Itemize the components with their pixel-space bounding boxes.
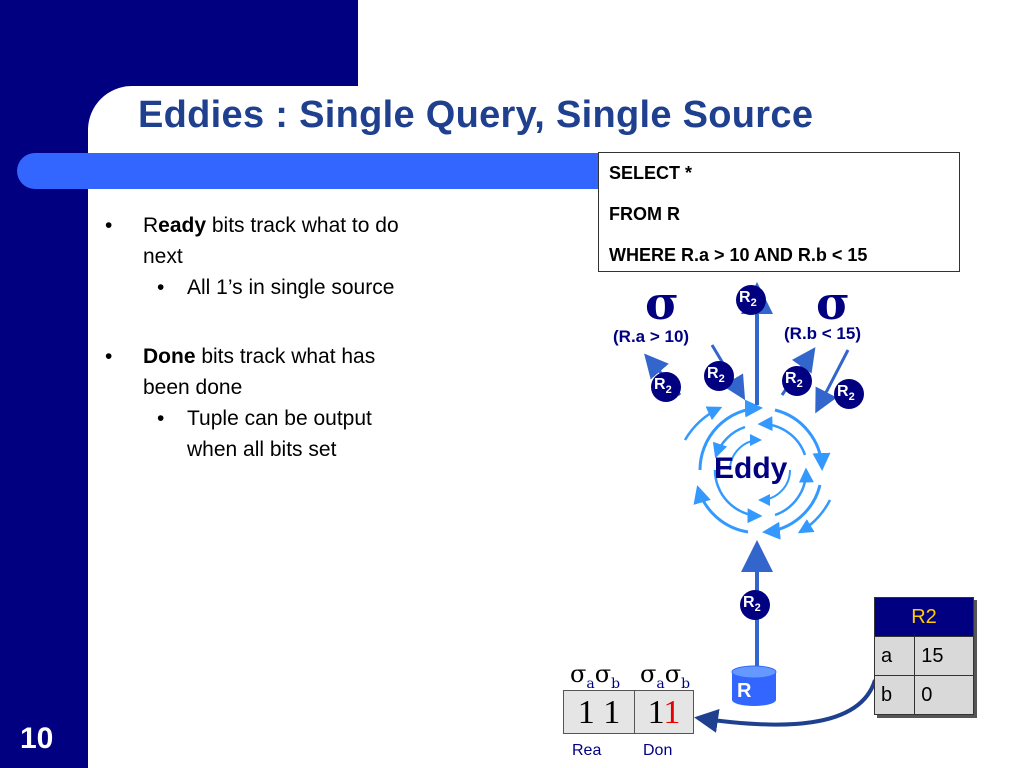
- r2-table: R2 a 15 b 0: [873, 597, 974, 715]
- eddy-swirl: [683, 399, 832, 540]
- ready-bits-header: σaσb: [570, 660, 621, 692]
- tuple-label-left-in: R2: [707, 365, 725, 386]
- table-cell: a: [873, 636, 916, 676]
- predicate-a: (R.a > 10): [613, 327, 690, 346]
- ready-text: bits track what to do next: [143, 214, 399, 268]
- ready-bold: eady: [158, 214, 207, 237]
- bullet-ready: Ready bits track what to do next: [105, 210, 405, 272]
- title-underline-bar: [17, 153, 600, 189]
- done-bit-a: 1: [647, 694, 664, 731]
- tuple-label-left-out: R2: [654, 376, 672, 397]
- tuple-node-top: [736, 285, 766, 315]
- left-band: [0, 0, 88, 768]
- table-cell: 0: [914, 675, 974, 715]
- sigma-b-operator: σ: [816, 276, 850, 330]
- predicate-b: (R.b < 15): [784, 324, 861, 343]
- tuple-node-input: [740, 590, 770, 620]
- ready-bit-a: 1: [577, 694, 595, 731]
- tuple-node-left-out: [651, 372, 681, 402]
- done-bits-header: σaσb: [640, 660, 691, 692]
- done-bold: Done: [143, 345, 196, 368]
- page-number: 10: [20, 722, 54, 755]
- done-caption: Don: [643, 742, 673, 759]
- ready-bit-b: 1: [603, 694, 621, 731]
- eddy-label: Eddy: [714, 452, 788, 485]
- ready-prefix: R: [143, 214, 159, 237]
- table-cell: b: [873, 675, 916, 715]
- r2-table-title: R2: [874, 597, 974, 637]
- tuple-node-right-in: [834, 379, 864, 409]
- query-line-where: WHERE R.a > 10 AND R.b < 15: [609, 245, 868, 265]
- tuple-label-top: R2: [739, 289, 757, 310]
- bullet-list: Ready bits track what to do next All 1’s…: [105, 210, 405, 465]
- ready-bits: 1 1: [563, 690, 635, 734]
- done-text: bits track what has been done: [143, 345, 376, 399]
- table-row: b 0: [873, 675, 974, 715]
- source-label: R: [737, 680, 752, 702]
- table-cell: 15: [914, 636, 974, 676]
- bullet-done: Done bits track what has been done: [105, 341, 405, 403]
- query-line-select: SELECT *: [609, 163, 693, 183]
- slide-title: Eddies : Single Query, Single Source: [138, 94, 814, 136]
- tuple-label-right-out: R2: [785, 370, 803, 391]
- ready-caption: Rea: [572, 742, 602, 759]
- table-row: a 15: [873, 636, 974, 676]
- sigma-a-operator: σ: [645, 276, 679, 330]
- table-to-bits-arrow: [694, 679, 877, 733]
- tuple-label-input: R2: [743, 594, 761, 615]
- query-line-from: FROM R: [609, 204, 680, 224]
- done-bit-b: 1: [663, 694, 681, 731]
- source-cylinder: [731, 665, 777, 706]
- bullet-done-sub: Tuple can be output when all bits set: [105, 403, 405, 465]
- done-bits: 11: [634, 690, 694, 734]
- bullet-ready-sub: All 1’s in single source: [105, 272, 405, 303]
- return-from-sigma-b: [815, 349, 850, 414]
- sql-query-box: SELECT * FROM R WHERE R.a > 10 AND R.b <…: [598, 152, 960, 272]
- tuple-node-left-in: [704, 361, 734, 391]
- tuple-label-right-in: R2: [837, 383, 855, 404]
- tuple-node-right-out: [782, 366, 812, 396]
